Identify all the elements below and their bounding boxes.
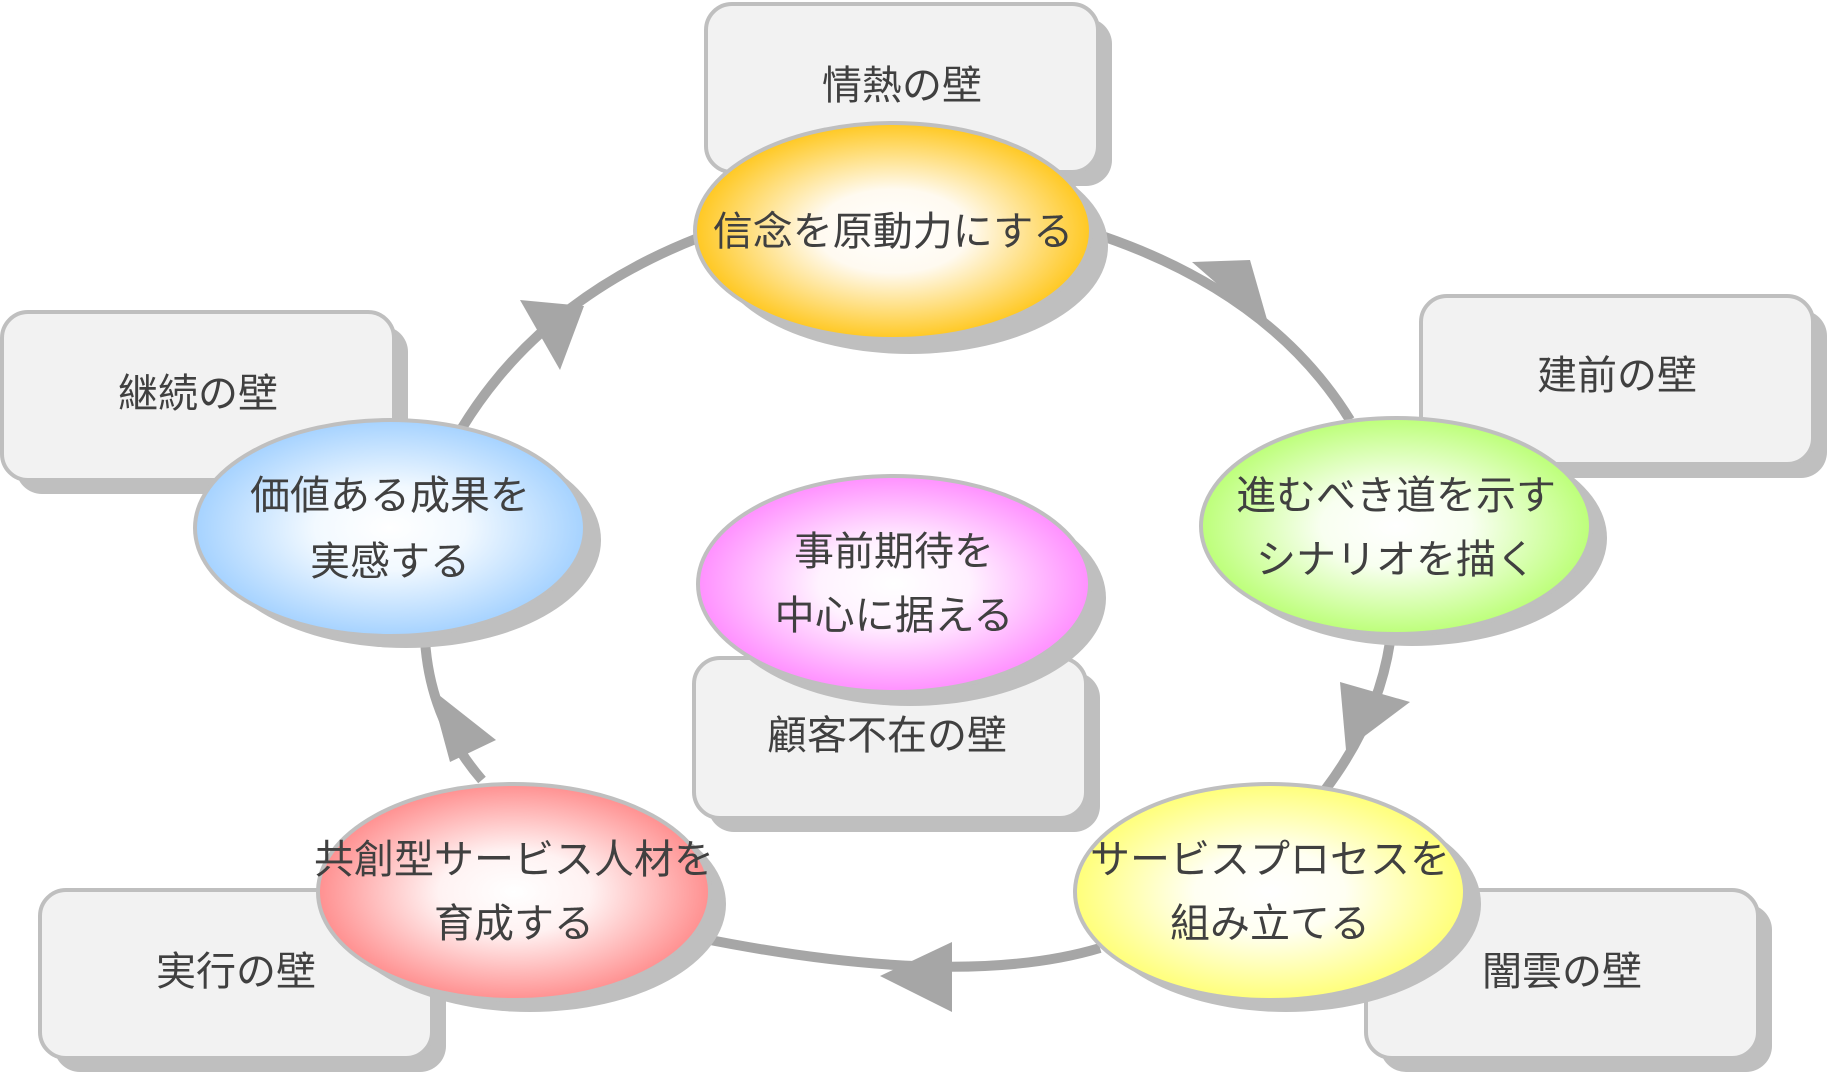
wall-box-right-upper: 建前の壁	[1419, 294, 1827, 478]
wall-label-top: 情熱の壁	[822, 63, 982, 109]
node-label-left-upper-2: 実感する	[310, 539, 470, 585]
arc-right-lower-to-left-lower	[699, 933, 1102, 972]
node-label-left-lower-1: 共創型サービス人材を	[314, 837, 714, 883]
node-label-right-upper-1: 進むべき道を示す	[1236, 473, 1556, 519]
arrowhead-right	[1340, 682, 1410, 750]
arrowhead-top-left	[520, 300, 584, 370]
node-center: 事前期待を 中心に据える	[696, 474, 1106, 706]
node-label-right-lower-2: 組み立てる	[1170, 901, 1370, 947]
node-label-right-upper-2: シナリオを描く	[1256, 537, 1536, 583]
node-label-left-upper-1: 価値ある成果を	[250, 473, 530, 519]
node-label-center-1: 事前期待を	[794, 529, 994, 575]
arrowhead-bottom	[880, 942, 952, 1012]
wall-label-right-lower: 闇雲の壁	[1482, 949, 1642, 995]
arc-left-upper-to-top	[457, 233, 700, 431]
wall-label-right-upper: 建前の壁	[1537, 353, 1697, 399]
node-right-lower: サービスプロセスを 組み立てる	[1073, 782, 1481, 1012]
node-left-upper: 価値ある成果を 実感する	[193, 418, 601, 648]
wall-label-left-lower: 実行の壁	[156, 949, 316, 995]
node-top: 信念を原動力にする	[693, 121, 1108, 354]
node-left-lower: 共創型サービス人材を 育成する	[314, 782, 726, 1012]
arrowheads	[430, 260, 1410, 1012]
node-label-center-2: 中心に据える	[775, 593, 1014, 639]
arrowhead-top-right	[1192, 260, 1270, 330]
wall-box-center: 顧客不在の壁	[692, 656, 1100, 832]
node-label-right-lower-1: サービスプロセスを	[1090, 837, 1450, 883]
node-label-top: 信念を原動力にする	[713, 209, 1073, 255]
node-label-left-lower-2: 育成する	[434, 901, 594, 947]
wall-label-left-upper: 継続の壁	[118, 371, 278, 417]
arc-top-to-right-upper	[1088, 227, 1355, 423]
arrowhead-left	[430, 688, 496, 762]
wall-label-center: 顧客不在の壁	[767, 713, 1007, 759]
node-right-upper: 進むべき道を示す シナリオを描く	[1199, 416, 1607, 646]
